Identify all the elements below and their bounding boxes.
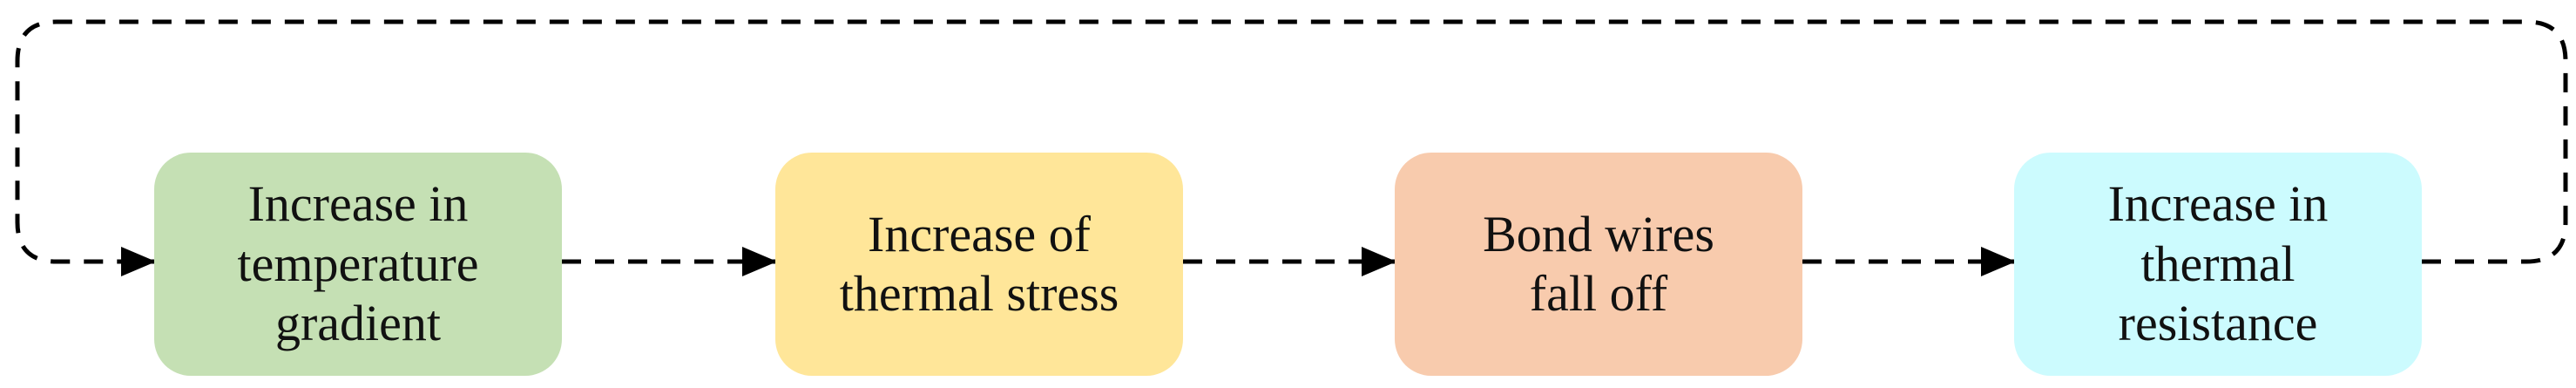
step-bond-wires: Bond wires fall off (1395, 153, 1802, 376)
step-label: Increase in thermal resistance (2107, 175, 2329, 352)
step-thermal-resistance: Increase in thermal resistance (2014, 153, 2422, 376)
step-label: Bond wires fall off (1483, 205, 1714, 322)
step-label: Increase in temperature gradient (237, 175, 479, 352)
feedback-loop-arrow (15, 19, 2568, 276)
step-temperature-gradient: Increase in temperature gradient (154, 153, 562, 376)
step-label: Increase of thermal stress (839, 205, 1119, 322)
step-thermal-stress: Increase of thermal stress (775, 153, 1183, 376)
